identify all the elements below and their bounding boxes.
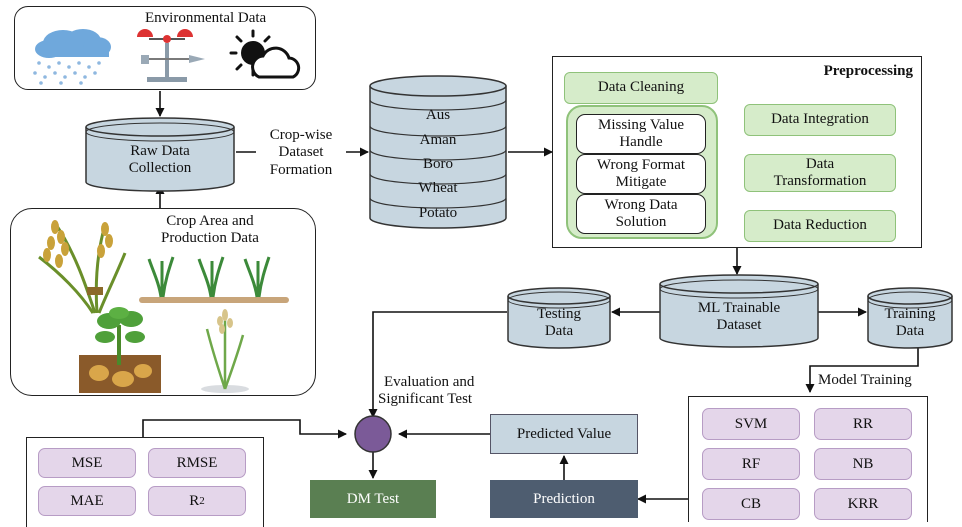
wrong-data-line2: Solution — [615, 214, 667, 230]
training-cylinder — [867, 287, 953, 349]
metric-r2-sup: 2 — [199, 495, 205, 507]
raw-data-cylinder — [85, 117, 235, 192]
crop-area-title: Crop Area and Production Data — [161, 213, 259, 248]
crop-aman: Aman — [419, 132, 457, 148]
raw-data-line2: Collection — [128, 160, 192, 177]
model-nb: NB — [814, 448, 912, 480]
testing-line2: Data — [544, 323, 574, 340]
ml-line2: Dataset — [716, 317, 762, 334]
environmental-data-panel: Environmental Data — [14, 6, 316, 90]
training-data-label: Training Data — [872, 306, 948, 341]
sun-cloud-icon — [229, 29, 301, 79]
data-cleaning-box: Data Cleaning — [564, 72, 718, 104]
raw-data-line1: Raw Data — [130, 143, 190, 159]
potato-plant-icon — [79, 307, 161, 393]
training-line1: Training — [884, 306, 936, 322]
environmental-data-title: Environmental Data — [145, 10, 267, 26]
data-reduction-box: Data Reduction — [744, 210, 896, 242]
metric-r2-base: R — [189, 492, 200, 509]
missing-value-line1: Missing Value — [598, 117, 684, 134]
rain-cloud-icon — [33, 29, 111, 85]
crop-area-line2: Production Data — [161, 230, 259, 247]
predicted-value-box: Predicted Value — [490, 414, 638, 454]
training-line2: Data — [895, 323, 925, 340]
testing-data-label: Testing Data — [514, 306, 604, 341]
preprocessing-title: Preprocessing — [823, 63, 913, 79]
crop-area-panel: Crop Area and Production Data — [10, 208, 316, 396]
cropwise-line1: Crop-wise — [269, 127, 333, 143]
missing-value-box: Missing Value Handle — [576, 114, 706, 154]
ml-cylinder — [659, 274, 819, 348]
testing-line1: Testing — [537, 306, 581, 322]
model-svm: SVM — [702, 408, 800, 440]
testing-cylinder — [507, 287, 611, 349]
dm-test-box: DM Test — [310, 480, 436, 518]
crop-potato: Potato — [418, 205, 458, 221]
crop-stack-cylinder — [369, 75, 507, 229]
crop-wheat: Wheat — [418, 180, 458, 196]
anemometer-icon — [137, 29, 205, 82]
metric-rmse: RMSE — [148, 448, 246, 478]
raw-data-label: Raw Data Collection — [98, 143, 222, 178]
data-transformation-box: Data Transformation — [744, 154, 896, 192]
model-training-label: Model Training — [818, 372, 912, 388]
arrow-metrics-to-eval — [142, 419, 347, 439]
metric-mse: MSE — [38, 448, 136, 478]
seedlings-icon — [139, 256, 289, 303]
ml-line1: ML Trainable — [697, 300, 781, 316]
evaluation-line2: Significant Test — [378, 391, 473, 408]
evaluation-circle — [354, 415, 392, 453]
ml-dataset-label: ML Trainable Dataset — [668, 300, 810, 335]
evaluation-label: Evaluation and Significant Test — [378, 374, 508, 409]
metric-mae: MAE — [38, 486, 136, 516]
crop-aus: Aus — [425, 107, 451, 123]
model-rr: RR — [814, 408, 912, 440]
transformation-line1: Data — [805, 155, 835, 172]
evaluation-line1: Evaluation and — [384, 374, 475, 390]
prediction-box: Prediction — [490, 480, 638, 518]
wrong-data-line1: Wrong Data — [604, 197, 678, 214]
transformation-line2: Transformation — [773, 173, 867, 189]
wheat-sprout-icon — [201, 309, 249, 393]
wrong-data-box: Wrong Data Solution — [576, 194, 706, 234]
wrong-format-line1: Wrong Format — [596, 157, 686, 174]
cropwise-line2: Dataset — [278, 144, 324, 161]
rice-icon — [38, 220, 127, 314]
wrong-format-line2: Mitigate — [615, 174, 667, 190]
model-cb: CB — [702, 488, 800, 520]
cropwise-line3: Formation — [269, 161, 333, 178]
crop-area-line1: Crop Area and — [166, 213, 254, 229]
missing-value-line2: Handle — [619, 134, 663, 150]
wrong-format-box: Wrong Format Mitigate — [576, 154, 706, 194]
data-integration-box: Data Integration — [744, 104, 896, 136]
crop-boro: Boro — [423, 156, 453, 172]
cropwise-label: Crop-wise Dataset Formation — [256, 127, 346, 179]
arrow-training-to-models — [805, 340, 919, 393]
arrow-testing-to-eval — [368, 311, 507, 418]
model-krr: KRR — [814, 488, 912, 520]
model-rf: RF — [702, 448, 800, 480]
